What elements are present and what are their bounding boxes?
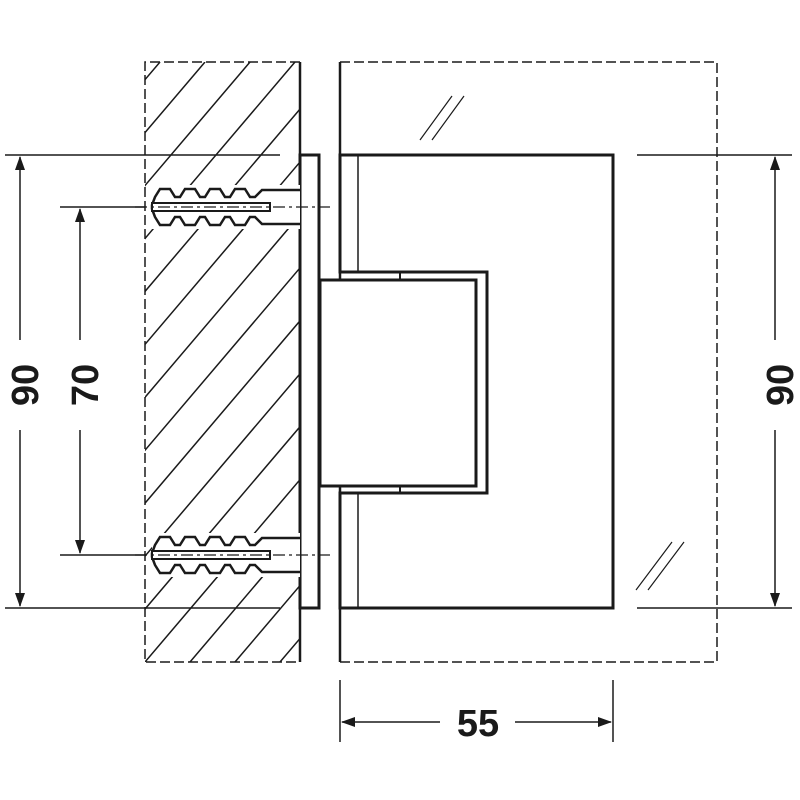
hatch-line: [145, 213, 300, 399]
dowel: [135, 185, 330, 229]
hatch-line: [775, 62, 800, 662]
glass-clamp: [338, 153, 615, 610]
hatch-line: [0, 62, 70, 662]
dowel: [135, 533, 330, 577]
hatch-line: [145, 266, 300, 452]
hatch-line: [145, 62, 296, 240]
hinge: [298, 153, 615, 610]
hatch-line: [730, 62, 800, 662]
dim-right-outer: 90: [760, 364, 800, 406]
hatch-line: [145, 62, 251, 187]
dim-left-outer: 90: [5, 364, 47, 406]
wall-mounting-plate: [298, 153, 321, 610]
dim-left-inner: 70: [65, 364, 107, 406]
hatch-line: [640, 62, 800, 662]
hatch-line: [0, 62, 25, 662]
dim-bottom-width: 55: [457, 703, 499, 745]
hatch-line: [145, 107, 300, 293]
hatch-line: [145, 319, 300, 505]
hinge-knuckle: [318, 278, 478, 488]
wall-dowels: [135, 185, 330, 577]
hatch-line: [685, 62, 800, 662]
hatch-line: [0, 62, 115, 662]
glass-reflection-mark: [419, 95, 685, 591]
dimension-lines: [5, 154, 792, 742]
hatch-line: [145, 62, 161, 81]
hatch-line: [595, 62, 800, 662]
